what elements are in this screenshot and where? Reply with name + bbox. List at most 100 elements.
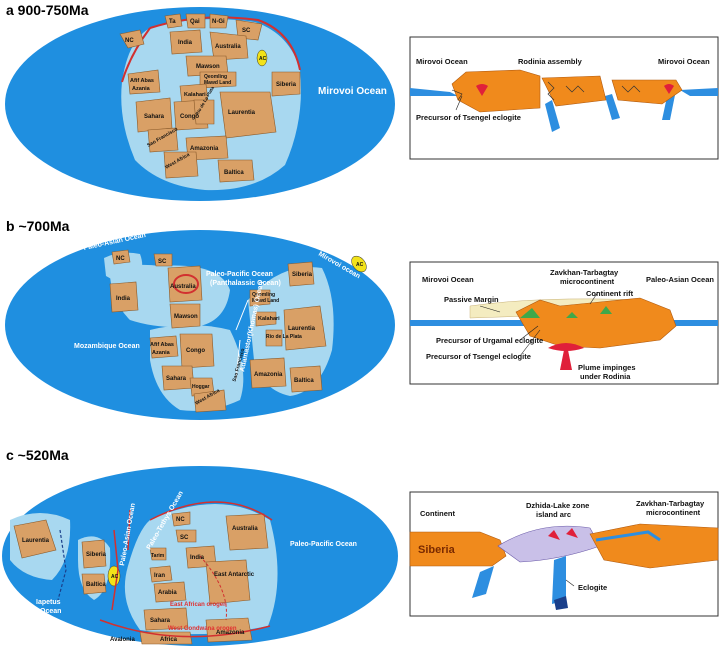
magma-a-1 [476,84,488,96]
panel-b-section: Mirovoi Ocean Zavkhan-Tarbagtay microcon… [409,261,719,385]
margin-a-left [121,27,151,83]
panel-a-title: a 900-750Ma [6,2,89,18]
label-mozambique-b: Mozambique Ocean [74,343,140,350]
label-tarim-c: Tarim [151,553,165,559]
label-b-zavkhan1: Zavkhan-Tarbagtay [550,268,619,277]
continent-siberia-b [287,261,315,287]
continent-siberia-c-section [409,531,507,567]
label-australia-b: Australia [170,284,196,290]
label-nc-c: NC [176,517,185,523]
label-baltica-a: Baltica [224,170,244,176]
label-c-dzhida2: island arc [536,510,571,519]
label-qmlb-b: Mawd Land [252,298,279,304]
australia-highlight-b [173,274,199,294]
label-qai-a: Qai [190,19,200,25]
label-africa-c: Africa [160,637,178,643]
continent-siberia [271,71,301,97]
continent-laurentia-b [283,305,327,351]
label-paleopacific-b: Paleo-Pacific Ocean [206,271,273,278]
panel-c-section: Continent Dzhida-Lake zone island arc Za… [409,491,719,617]
label-india-b: India [116,296,131,302]
label-b-right-ocean: Paleo-Asian Ocean [646,275,714,284]
label-azania-b: Azania [152,350,171,356]
label-iapetus2-c: Ocean [40,608,61,615]
label-avalonia-c: Avalonia [110,637,135,643]
label-b-tsengel: Precursor of Tsengel eclogite [426,352,531,361]
label-ac-c: AC [111,574,119,580]
continent-australia [209,31,249,61]
continent-baltica [217,159,255,183]
continent-b [515,297,677,349]
continent-westafrica [163,151,199,179]
label-c-continent: Continent [420,509,455,518]
arc-magma-c [548,528,578,540]
label-laurentia-b: Laurentia [288,326,316,332]
continent-laurentia-c [13,519,57,559]
continent-arabia-c [153,581,187,603]
pointer-b-3 [479,305,501,313]
label-kalahari-a: Kalahari [184,92,206,98]
label-laurentia-a: Laurentia [228,110,256,116]
label-ac-b: AC [356,262,364,268]
label-c-siberia: Siberia [418,544,456,556]
plume-head-b [548,343,584,351]
ac-block-a [256,49,268,67]
label-a-precursor: Precursor of Tsengel eclogite [416,113,521,122]
pointer-c-eclogite [565,579,575,587]
label-australia-c: Australia [232,526,258,532]
label-b-plume1: Plume impinges [578,363,636,372]
label-b-plume2: under Rodinia [580,372,631,381]
continent-nc [119,29,145,49]
label-congo-b: Congo [186,348,205,354]
continent-qai [185,13,206,29]
label-rio-b: Rio de La Plata [266,334,302,340]
continent-baltica-c [81,573,107,595]
margin-c-3 [149,501,273,521]
label-siberia-a: Siberia [276,82,297,88]
ocean-crust-a-right [680,88,718,96]
label-hoggar-b: Hoggar [192,384,210,390]
margin-c-2 [127,509,131,551]
label-qmlb-a: Mawd Land [204,80,231,86]
label-amazonia-c: Amazonia [216,630,245,636]
magma-a-2 [664,84,674,94]
pointer-b-4 [589,291,599,305]
label-congo-a: Congo [180,114,199,120]
label-sc-a: SC [242,28,251,34]
margin-c-4 [99,619,271,638]
continent-rio-b [265,329,283,347]
continent-afif-b [149,335,179,359]
ac-block-b [351,255,367,273]
label-sahara-b: Sahara [166,376,187,382]
label-nc-b: NC [116,256,125,262]
continent-australia-c [225,513,269,551]
label-paleopacific-c: Paleo-Pacific Ocean [290,541,357,548]
continent-amazonia-b [249,357,287,389]
pointer-b-1 [519,325,539,341]
pointer-b-2 [519,329,541,357]
label-azania-a: Azania [132,86,151,92]
label-b-urgamal: Precursor of Urgamal eclogite [436,336,543,345]
label-amazonia-b: Amazonia [254,372,283,378]
label-nc-a: NC [125,38,134,44]
continent-baltica-b [289,365,323,393]
slab-c-2 [552,556,566,604]
continent-nc-b [111,249,131,265]
label-panthalassic-b: (Panthalassic Ocean) [210,280,281,287]
label-c-eclogite: Eclogite [578,583,607,592]
ocean-crust-c [595,530,661,542]
suture-a-3 [621,85,641,93]
label-siberia-b: Siberia [292,272,313,278]
slab-tip-c [554,596,568,610]
label-b-left-ocean: Mirovoi Ocean [422,275,474,284]
label-a-left-ocean: Mirovoi Ocean [416,57,468,66]
continent-westafrica-b [193,389,227,413]
label-australia-a: Australia [215,44,241,50]
label-baltica-b: Baltica [294,378,314,384]
continent-rio [193,99,215,125]
label-a-right-ocean: Mirovoi Ocean [658,57,710,66]
continent-sc [235,19,263,41]
label-b-rift: Continent rift [586,289,634,298]
label-qmla-b: Qeomling [252,292,275,298]
margin-c-1 [111,529,119,611]
